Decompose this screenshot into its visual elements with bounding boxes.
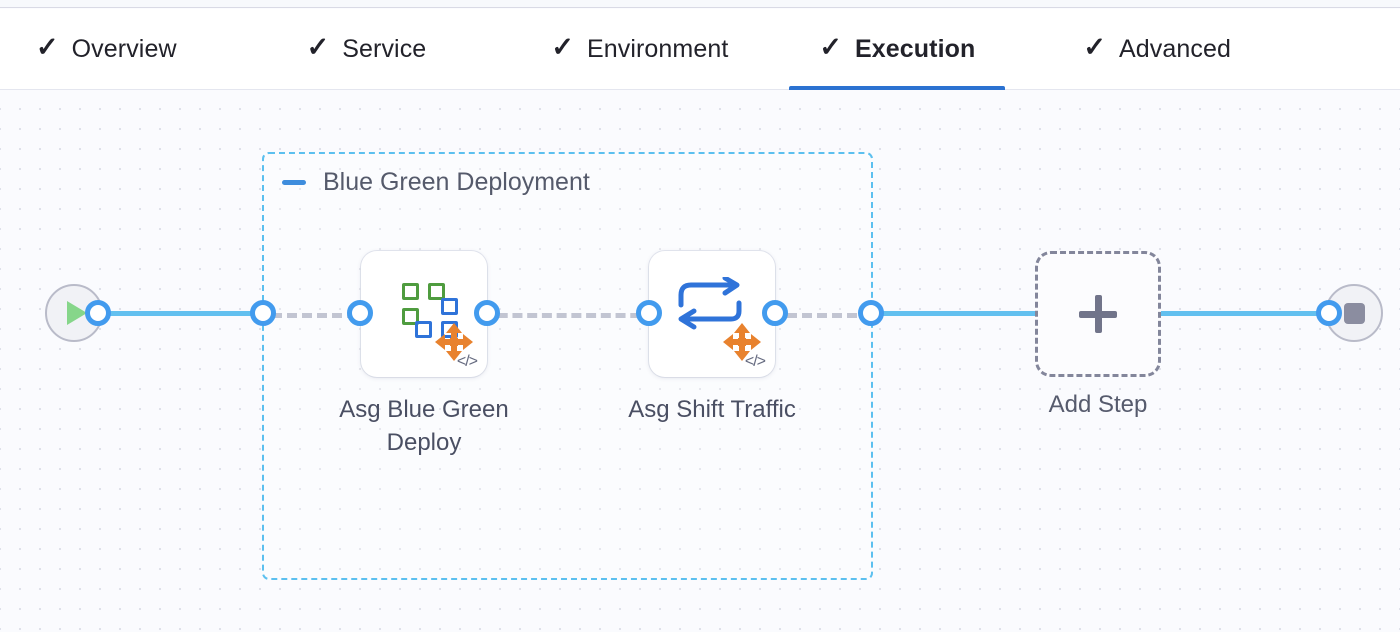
tab-label: Service [342, 34, 427, 63]
connector-step1-to-step2 [483, 313, 655, 318]
pipeline-canvas[interactable]: Blue Green Deployment [0, 90, 1400, 632]
check-icon: ✓ [36, 32, 59, 62]
asg-blue-green-deploy-icon [361, 251, 487, 377]
stage-group-blue-green-deployment[interactable] [262, 152, 873, 580]
check-icon: ✓ [819, 32, 843, 62]
tab-label: Execution [855, 34, 976, 63]
window-top-strip [0, 0, 1400, 8]
tab-label: Advanced [1119, 34, 1232, 63]
port-start-out[interactable] [85, 300, 111, 326]
step-label-asg-shift-traffic: Asg Shift Traffic [628, 396, 796, 423]
port-group-out[interactable] [858, 300, 884, 326]
tab-service[interactable]: ✓ Service [281, 9, 453, 90]
port-group-in[interactable] [250, 300, 276, 326]
add-step-button[interactable] [1035, 251, 1161, 377]
tab-overview[interactable]: ✓ Overview [10, 9, 203, 90]
port-end-in[interactable] [1316, 300, 1342, 326]
tab-label: Environment [586, 34, 729, 63]
code-icon: </> [744, 353, 766, 370]
connector-step2-to-group-exit [772, 313, 872, 318]
connector-group-to-addstep [868, 311, 1040, 316]
tab-environment[interactable]: ✓ Environment [525, 9, 754, 90]
swap-arrows-icon [678, 277, 742, 330]
check-icon: ✓ [551, 32, 574, 62]
code-icon: </> [456, 353, 478, 370]
step-node-asg-shift-traffic[interactable]: </> [649, 251, 775, 377]
stage-group-title: Blue Green Deployment [323, 168, 590, 196]
add-step-label: Add Step [1048, 391, 1148, 418]
port-step2-in[interactable] [636, 300, 662, 326]
connector-start-to-group [95, 311, 275, 316]
step-label-asg-blue-green-deploy: Asg Blue Green Deploy [339, 396, 509, 456]
tab-advanced[interactable]: ✓ Advanced [1057, 9, 1257, 90]
plus-icon-vertical [1094, 295, 1102, 333]
stage-group-header[interactable]: Blue Green Deployment [282, 168, 590, 197]
port-step2-out[interactable] [762, 300, 788, 326]
tab-label: Overview [71, 34, 177, 63]
play-icon [67, 301, 87, 325]
step-node-asg-blue-green-deploy[interactable]: </> [361, 251, 487, 377]
stage-tab-bar: ✓ Overview ✓ Service ✓ Environment ✓ Exe… [0, 9, 1400, 91]
minus-icon[interactable] [282, 180, 306, 185]
scale-arrows-icon [723, 323, 761, 361]
connector-group-to-step1 [272, 313, 372, 318]
stop-icon [1343, 302, 1365, 324]
scale-arrows-icon [435, 323, 473, 361]
check-icon: ✓ [306, 32, 330, 62]
end-node[interactable] [1325, 284, 1383, 342]
check-icon: ✓ [1083, 32, 1107, 62]
connector-addstep-to-end [1155, 311, 1335, 316]
asg-shift-traffic-icon [649, 251, 775, 377]
port-step1-in[interactable] [347, 300, 373, 326]
port-step1-out[interactable] [474, 300, 500, 326]
tab-execution[interactable]: ✓ Execution [789, 9, 1006, 91]
